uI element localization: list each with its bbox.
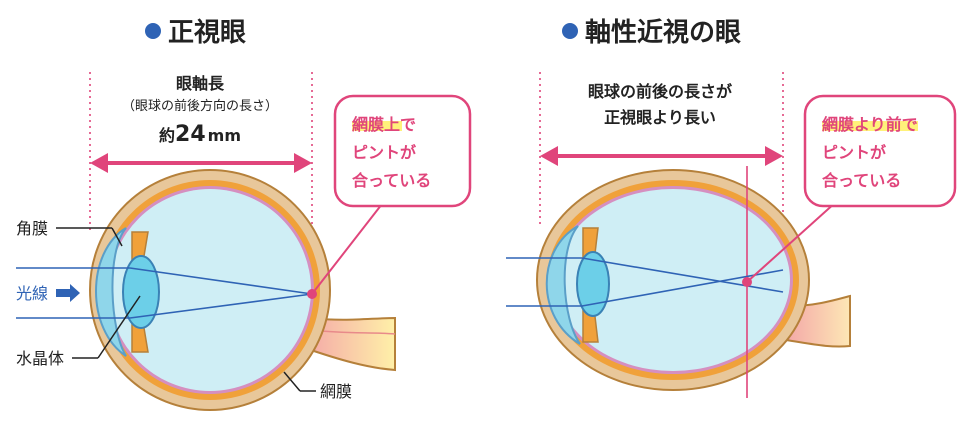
cornea [545,225,581,345]
label-light: 光線 [16,284,48,303]
title-dot-icon [145,23,161,39]
callout-line-3: 合っている [822,171,901,190]
title-dot-icon [562,23,578,39]
myopia-desc-line-1: 眼球の前後の長さが [588,82,732,101]
callout-leader [746,201,837,283]
highlight-mark [822,121,918,131]
myopic-eye-title: 軸性近視の眼 [585,17,741,48]
label-retina: 網膜 [320,382,352,401]
myopic-eye-panel: 軸性近視の眼 眼球の前後の長さが 正視眼より長い [506,17,957,398]
callout-line-2: ピントが [352,143,416,162]
callout-line-2: ピントが [822,143,886,162]
callout-line-1: 網膜上で [352,115,416,134]
vitreous-body [109,189,311,391]
highlight-mark [352,121,402,131]
label-cornea: 角膜 [16,219,48,238]
cornea [95,227,127,357]
axial-length-note: （眼球の前後方向の長さ） [122,98,278,114]
callout-line-3: 合っている [352,171,431,190]
light-arrow-icon [56,284,80,302]
callout-line-1: 網膜より前で [822,115,918,134]
label-lens: 水晶体 [16,349,64,368]
crystalline-lens [122,255,160,329]
vitreous-body [556,189,790,371]
axial-length-arrow [90,153,312,173]
normal-eye-title: 正視眼 [168,18,246,48]
light-rays [506,257,784,307]
myopia-desc-line-2: 正視眼より長い [604,108,716,127]
crystalline-lens [576,251,610,317]
callout-leader [311,203,383,295]
light-rays [16,267,313,319]
axial-length-label: 眼軸長 [176,74,225,93]
eye-length-arrow [540,146,783,166]
